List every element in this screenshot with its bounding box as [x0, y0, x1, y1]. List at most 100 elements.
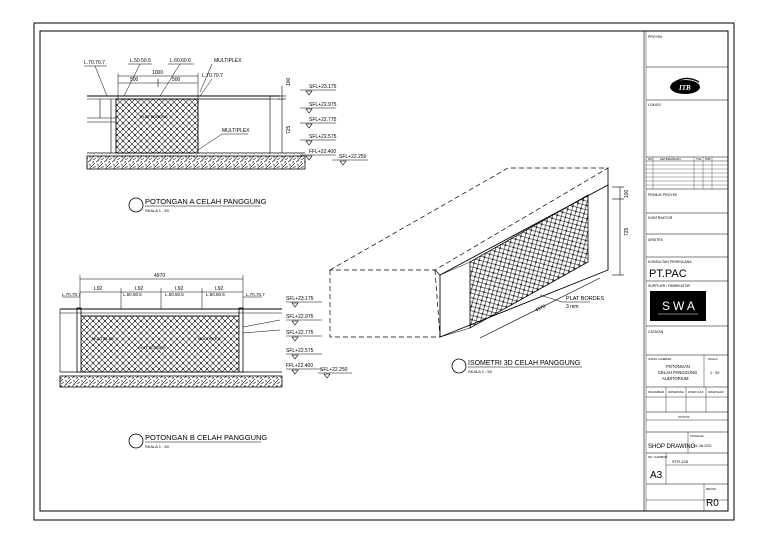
rev-label: REVISI — [706, 487, 716, 491]
section-a-dim-text: L.70.70.7 — [202, 73, 223, 79]
section-b-span: L92 — [215, 286, 224, 292]
section-a-label: MULTIPLEX — [214, 58, 242, 64]
section-a-level: SFL+22.250 — [339, 154, 367, 160]
status-value: SHOP DRAWING — [648, 444, 696, 450]
skala-value: 1 : 50 — [710, 371, 720, 375]
contractor-label: KONTRAKTOR — [648, 216, 673, 220]
iso-scale: SKALA 1 : 50 — [468, 369, 493, 374]
section-b-scale: SKALA 1 : 50 — [145, 444, 170, 449]
status-label: STATUS — [678, 415, 689, 419]
section-b-angle: L.70.70.7 — [62, 292, 81, 297]
rev-value: R0 — [706, 498, 719, 509]
skala-label: SKALA — [708, 357, 718, 361]
section-a-dim-text: 725 — [286, 125, 292, 134]
section-a-label: PLAT BORDES — [140, 114, 168, 119]
revisi-header: PRF — [705, 157, 711, 161]
kertas-value: A3 — [650, 470, 663, 481]
revisi-header: NO — [648, 157, 653, 161]
arsitek-label: ARSITEK — [648, 238, 664, 242]
itb-logo: ITB — [670, 77, 700, 94]
swa-logo — [650, 291, 706, 321]
section-a-ground — [86, 155, 306, 170]
iso-dim-text: 4970 — [534, 303, 547, 313]
catatan-label: CATATAN — [648, 330, 664, 334]
section-a-title-marker — [128, 197, 144, 213]
section-b-level: FFL+22.400 — [286, 363, 313, 369]
approval-label: DIGAMBAR — [648, 390, 665, 394]
section-a-dim-text: 100 — [286, 77, 292, 86]
section-b: 4970 L92 L92 L92 L92 L.70.70.7 L.50.50.5… — [59, 273, 352, 449]
section-b-level: SFL+23.175 — [286, 296, 314, 302]
section-b-label: PLAT BORDES — [138, 345, 166, 350]
inner-border — [39, 30, 729, 512]
section-b-level: SFL+22.575 — [286, 348, 314, 354]
section-b-span: L92 — [175, 286, 184, 292]
section-b-overall-dim: 4970 — [154, 273, 165, 279]
section-a-level: FFL+22.400 — [309, 149, 336, 155]
section-b-level: SFL+22.775 — [286, 330, 314, 336]
approval-label: DISETUJUI — [688, 390, 704, 394]
section-b-post-left — [76, 307, 82, 373]
revisi-header: TGL — [696, 157, 702, 161]
section-b-ground — [59, 375, 283, 388]
tanggal-label: TANGGAL — [690, 434, 704, 438]
outer-border — [33, 22, 735, 521]
section-a-dim-text: L.70.70.7 — [84, 60, 105, 66]
judul-line: POTONGAN — [666, 364, 690, 369]
section-b-angle: L.50.50.5 — [165, 292, 184, 297]
section-a-level: SFL+22.975 — [309, 102, 337, 108]
section-a-level: SFL+22.575 — [309, 134, 337, 140]
konsultan-value: PT.PAC — [649, 268, 687, 280]
section-b-span: L92 — [135, 286, 144, 292]
section-b-label: MULTIPLEX — [92, 336, 114, 341]
section-b-mesh-panel — [79, 315, 243, 373]
itb-logo-text: ITB — [678, 84, 691, 92]
section-a-scale: SKALA 1 : 50 — [145, 208, 170, 213]
approval-label: DIKETAHUI — [708, 390, 724, 394]
section-a-level: SFL+23.175 — [309, 84, 337, 90]
judul-label: JUDUL GAMBAR — [648, 357, 672, 361]
iso-note: PLAT BORDES — [566, 296, 604, 302]
section-b-angle: L.50.50.5 — [123, 292, 142, 297]
iso-note: 3 mm — [566, 304, 579, 310]
supplier-label: SUPPLIER / FABRIKATOR — [648, 284, 691, 288]
section-a-dim-text: 500 — [130, 77, 139, 83]
section-a-dim-text: L.50.50.5 — [130, 58, 151, 64]
title-block-text: PROYEK ITB LOKASI NO KETERANGAN TGL PRF … — [648, 35, 724, 509]
section-b-span: L92 — [94, 286, 103, 292]
iso-dim-text: 100 — [624, 189, 630, 198]
section-a-mesh-panel — [115, 98, 199, 154]
section-b-level: SFL+22.250 — [320, 367, 348, 373]
no-gambar-value: STR-105 — [672, 459, 689, 464]
section-a-dim-text: L.60.60.6 — [170, 58, 191, 64]
section-b-title: POTONGAN B CELAH PANGGUNG — [145, 433, 267, 442]
section-b-label: MULTIPLEX — [198, 336, 220, 341]
iso-mesh-face — [469, 194, 589, 329]
iso-title-marker — [451, 358, 467, 374]
revisi-header: KETERANGAN — [660, 157, 681, 161]
tanggal-value: 01 Okt 2020 — [694, 444, 712, 448]
section-a-title: POTONGAN A CELAH PANGGUNG — [145, 197, 267, 206]
no-gambar-label: NO. GAMBAR — [648, 455, 668, 459]
section-a-dim-text: 1000 — [152, 70, 163, 76]
section-b-angle: L.70.70.7 — [246, 292, 265, 297]
iso-dim-text: 725 — [624, 227, 630, 236]
swa-logo-text: SWA — [662, 299, 698, 313]
owner-label: PEMILIK PROYEK — [648, 193, 678, 197]
konsultan-label: KONSULTAN PERENCANA — [648, 260, 692, 264]
section-b-title-marker — [128, 433, 144, 449]
section-a: L.70.70.7 L.50.50.5 L.60.60.6 1000 500 5… — [84, 58, 368, 213]
iso-title: ISOMETRI 3D CELAH PANGGUNG — [468, 360, 580, 367]
proyek-label: PROYEK — [648, 35, 663, 39]
section-a-dim-text: 500 — [172, 77, 181, 83]
section-b-post-right — [238, 307, 244, 373]
title-block — [643, 31, 728, 511]
isometric-view: 100 725 4970 PLAT BORDES 3 mm ISOMETRI 3… — [328, 167, 630, 374]
section-a-label: MULTIPLEX — [222, 128, 250, 134]
judul-line: AUDITORIUM — [662, 376, 689, 381]
section-a-level: SFL+22.775 — [309, 117, 337, 123]
judul-line: CELAH PANGGUNG — [658, 370, 697, 375]
section-b-angle: L.50.50.5 — [206, 292, 225, 297]
approval-label: DIPERIKSA — [668, 390, 684, 394]
